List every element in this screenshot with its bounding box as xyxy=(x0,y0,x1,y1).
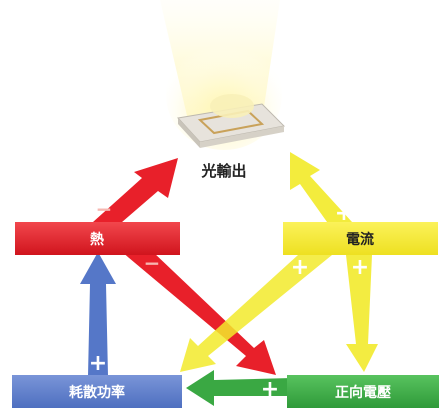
heat-box xyxy=(15,222,180,255)
led-illustration-icon xyxy=(160,0,286,150)
arrow-current-to-power xyxy=(180,255,332,372)
arrow-current-to-forward-voltage xyxy=(346,255,378,372)
current-box xyxy=(283,222,438,255)
arrow-power-to-heat xyxy=(80,252,116,376)
arrow-heat-to-light xyxy=(93,158,178,229)
power-dissipation-box xyxy=(12,375,182,408)
arrow-forward-voltage-to-power xyxy=(186,370,292,406)
sign-current-to-forward-voltage: + xyxy=(351,255,369,280)
sign-heat-to-light: − xyxy=(96,197,113,221)
arrow-current-to-light xyxy=(290,152,352,229)
label-heat: 熱 xyxy=(90,231,104,248)
forward-voltage-box xyxy=(287,375,439,408)
sign-heat-to-forward-voltage: − xyxy=(144,251,161,275)
sign-forward-voltage-to-power: + xyxy=(261,377,279,402)
sign-current-to-light: + xyxy=(335,201,353,226)
label-power-dissipation: 耗散功率 xyxy=(69,384,125,401)
sign-power-to-heat: + xyxy=(89,351,107,376)
label-current: 電流 xyxy=(346,231,374,248)
arrow-heat-to-forward-voltage xyxy=(122,252,276,375)
sign-current-to-power: + xyxy=(291,255,309,280)
label-forward-voltage: 正向電壓 xyxy=(335,384,391,401)
label-light-output: 光輸出 xyxy=(200,162,246,180)
